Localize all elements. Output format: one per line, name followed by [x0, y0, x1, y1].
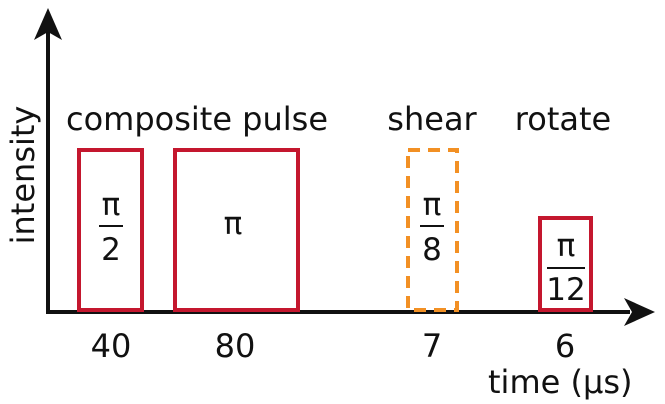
pulse-pi-over-8-denominator: 8: [422, 232, 442, 268]
y-axis-arrow-icon: [34, 8, 62, 40]
pulse-pi-over-8: [406, 148, 459, 312]
pulse-pi-over-2-numerator: π: [102, 187, 121, 223]
x-axis-label: time (µs): [488, 363, 632, 401]
x-axis-arrow-icon: [624, 298, 655, 326]
pulse-pi: [173, 148, 300, 312]
pulse-pi-over-2: [77, 148, 144, 312]
pulse-pi-over-12: [538, 216, 593, 312]
y-axis-label: intensity: [4, 106, 42, 245]
duration-label-1: 40: [91, 327, 132, 365]
pulse-pi-over-2-denominator: 2: [101, 232, 121, 268]
pulse-pi-over-8-numerator: π: [423, 187, 442, 223]
duration-label-3: 7: [422, 327, 442, 365]
pulse-pi-label: π: [224, 206, 243, 242]
rotate-label: rotate: [515, 100, 611, 138]
duration-label-4: 6: [555, 327, 575, 365]
pulse-pi-over-12-denominator: 12: [546, 272, 585, 308]
pulse-pi-over-12-numerator: π: [557, 228, 576, 264]
composite-pulse-label: composite pulse: [66, 100, 328, 138]
duration-label-2: 80: [215, 327, 256, 365]
shear-label: shear: [387, 100, 477, 138]
